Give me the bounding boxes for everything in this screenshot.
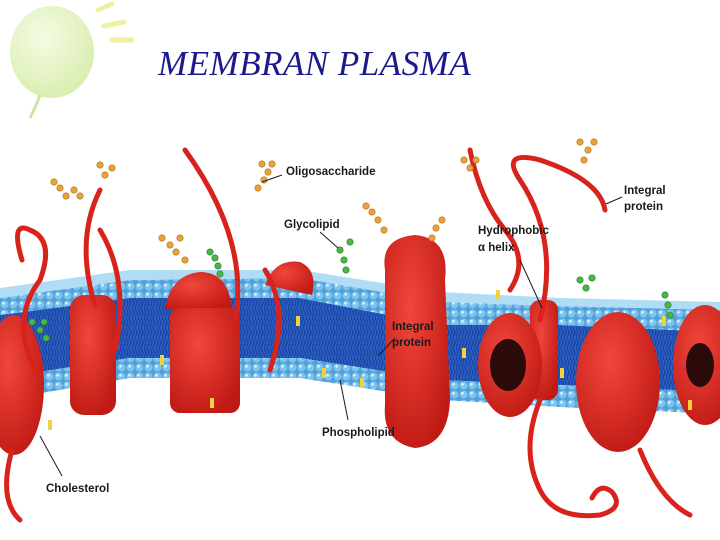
protein-right-large <box>576 312 660 452</box>
glycolipid-chains <box>28 238 674 342</box>
label-oligosaccharide: Oligosaccharide <box>286 166 375 178</box>
protein-chains <box>4 147 693 523</box>
protein-glyco-top <box>265 261 314 295</box>
label-cholesterol: Cholesterol <box>46 483 109 495</box>
cholesterol-molecules <box>48 290 692 430</box>
label-glycolipid: Glycolipid <box>284 219 340 231</box>
protein-left-small <box>70 295 116 415</box>
slide-title: MEMBRAN PLASMA <box>158 44 472 83</box>
channel-pore-dark <box>490 339 526 391</box>
label-phospholipid: Phospholipid <box>322 427 395 439</box>
label-integral-protein-mid-2: protein <box>392 337 431 349</box>
balloon-decoration <box>10 1 135 119</box>
label-pointers <box>39 174 623 477</box>
label-hydrophobic-2: α helix <box>478 242 515 254</box>
protein-peripheral-top <box>165 272 232 310</box>
oligosaccharide-chains <box>50 138 598 264</box>
label-hydrophobic-1: Hydrophobic <box>478 225 550 237</box>
label-integral-protein-top-2: protein <box>624 201 663 213</box>
protein-integral-large <box>384 235 450 448</box>
membrane-proteins <box>0 235 720 455</box>
channel-pore-right <box>686 343 714 387</box>
protein-channel-left <box>170 308 240 413</box>
label-integral-protein-top-1: Integral <box>624 185 666 197</box>
protein-left-edge <box>0 315 44 455</box>
plasma-membrane-diagram: Oligosaccharide Glycolipid Integral prot… <box>0 138 720 523</box>
label-integral-protein-mid-1: Integral <box>392 321 434 333</box>
